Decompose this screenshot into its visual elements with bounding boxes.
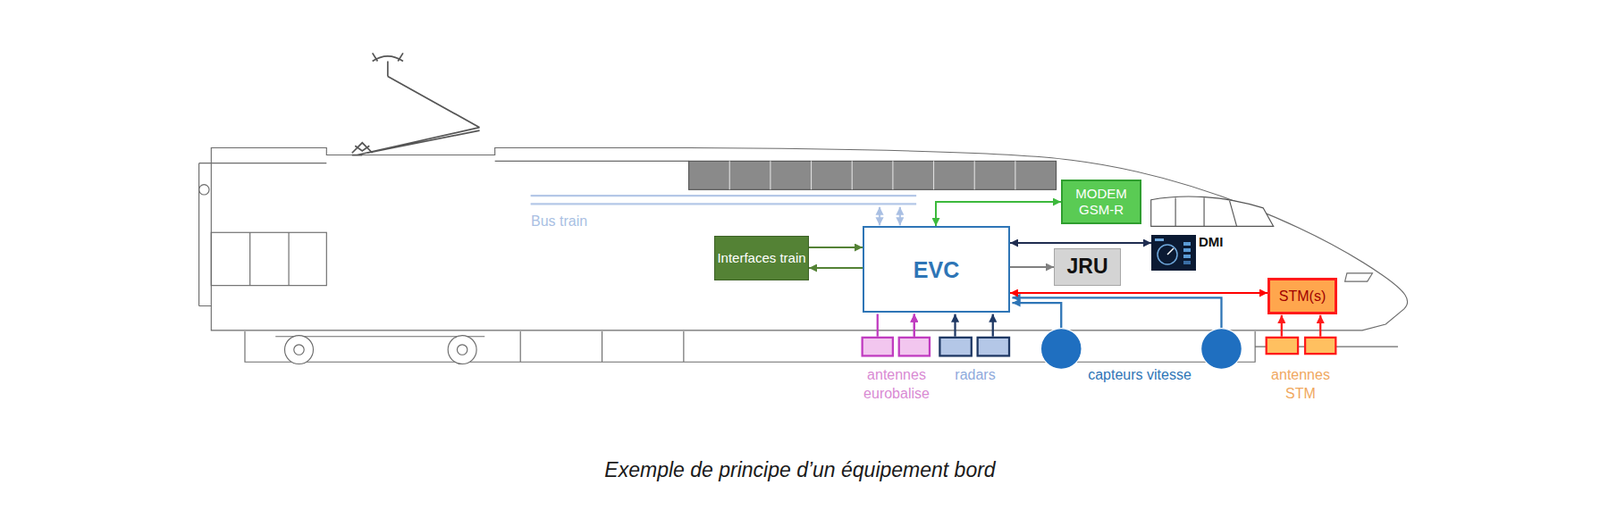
antenna-arrow <box>877 314 915 337</box>
stm-antenna-arrow <box>1280 315 1283 337</box>
radar-arrow <box>992 314 994 337</box>
radars <box>939 314 1010 357</box>
train-body <box>199 52 1408 364</box>
bus-line <box>530 195 918 204</box>
speed-sensors <box>1011 297 1242 370</box>
bus-arrow <box>878 207 881 227</box>
train-outline <box>210 148 1407 331</box>
dmi-screen-icon <box>1151 235 1196 271</box>
radar-arrow <box>953 314 956 337</box>
roof-line <box>210 160 689 163</box>
coupler <box>199 185 210 195</box>
part-label: radars <box>954 366 995 386</box>
speed-sensor-wheel <box>1201 328 1243 371</box>
bus-label: Bus train <box>530 212 588 232</box>
node-text: Interfaces train <box>716 250 806 267</box>
sensor-wire <box>1011 303 1062 329</box>
eurobalise-antennas <box>862 314 930 357</box>
headlight <box>1345 273 1373 282</box>
node-text: MODEM GSM-R <box>1062 185 1140 219</box>
evc-box: EVC <box>862 226 1011 313</box>
stm-box: STM(s) <box>1267 277 1338 315</box>
interface-box: Interfaces train <box>714 235 809 281</box>
wheel-hub <box>294 345 304 355</box>
radar-box <box>977 337 1010 357</box>
side-window <box>210 232 327 286</box>
figure-caption: Exemple de principe d’un équipement bord <box>604 457 995 485</box>
grille-bars <box>729 160 1016 190</box>
wheel <box>447 336 477 365</box>
connector-arrow <box>1010 242 1152 245</box>
connector-arrow <box>1010 292 1268 295</box>
stm-antenna-box <box>1305 337 1336 354</box>
rear-end <box>199 163 212 307</box>
stm-antennas <box>1266 315 1337 354</box>
connector-arrow <box>935 202 1062 227</box>
part-label: antennes eurobalise <box>851 366 942 405</box>
speed-sensor-wheel <box>1040 328 1082 371</box>
modem-box: MODEM GSM-R <box>1061 179 1142 225</box>
dmi-screen: DMI <box>1151 235 1196 271</box>
antenna-arrow <box>913 314 916 337</box>
bogie-frame <box>275 336 485 337</box>
cab-window <box>1151 196 1274 227</box>
node-text: JRU <box>1066 254 1108 280</box>
pantograph-base <box>352 143 373 153</box>
antenna-box <box>862 337 893 357</box>
sensor-wire <box>1011 297 1222 329</box>
pantograph <box>352 52 480 155</box>
connector-arrow <box>1010 266 1054 269</box>
bus-train-lines <box>530 195 918 226</box>
part-label: capteurs vitesse <box>1087 366 1192 386</box>
wheel-hub <box>456 345 467 355</box>
roof-grille <box>689 160 1057 190</box>
part-label: antennes STM <box>1264 366 1337 405</box>
connector-arrow <box>808 267 863 270</box>
stm-antenna-box <box>1266 337 1298 354</box>
radar-box <box>939 337 971 357</box>
node-text: EVC <box>913 256 960 284</box>
connector-arrow <box>808 246 863 249</box>
jru-box: JRU <box>1053 248 1121 287</box>
antenna-box <box>899 337 930 357</box>
side-window-bars <box>250 232 289 286</box>
wheel <box>285 336 314 365</box>
node-text: STM(s) <box>1279 287 1326 305</box>
node-text: DMI <box>1198 234 1224 251</box>
stm-antenna-arrow <box>1319 315 1322 337</box>
bus-arrow <box>899 207 902 227</box>
